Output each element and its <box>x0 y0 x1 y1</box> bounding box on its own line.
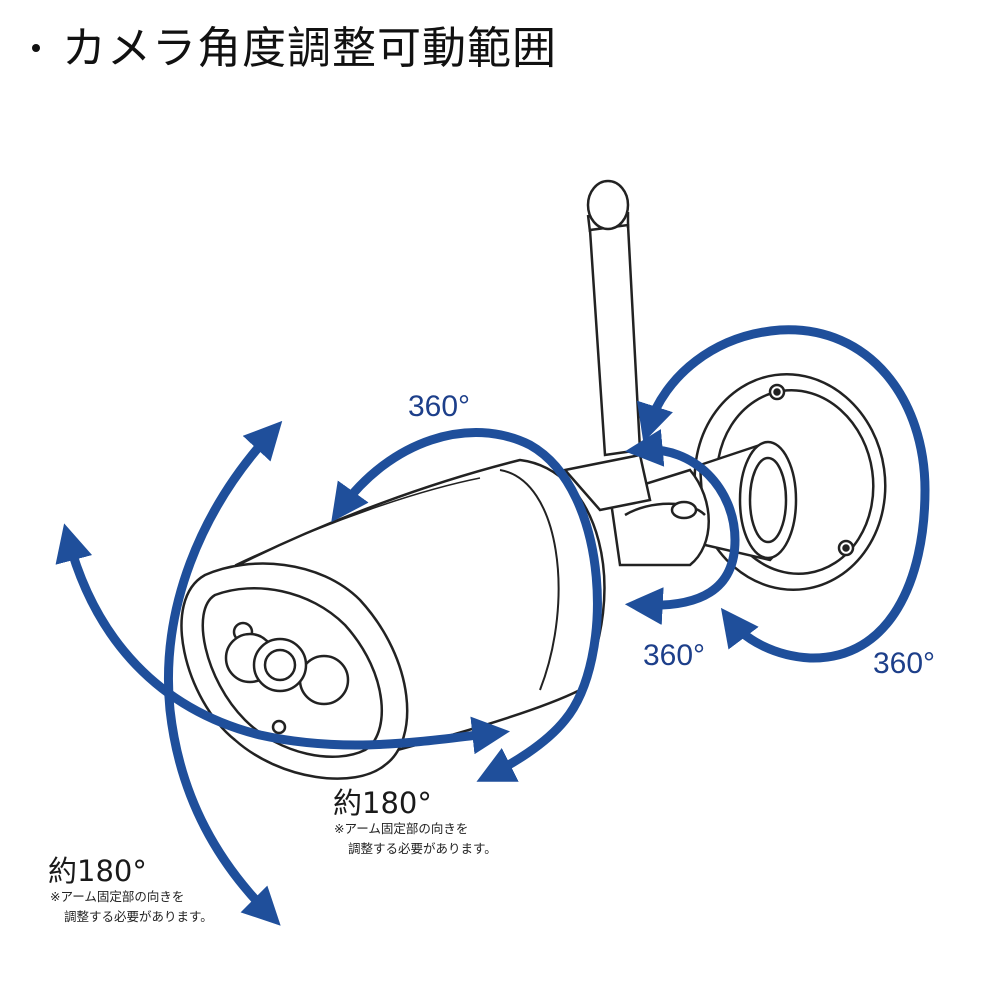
page-title: カメラ角度調整可動範囲 <box>22 12 557 76</box>
label-rotate-neck: 360° <box>643 639 706 672</box>
note-left-line1: ※アーム固定部の向きを <box>50 889 185 904</box>
arrow-rotate-mount <box>636 325 930 663</box>
note-tilt-left: ※アーム固定部の向きを 調整する必要があります。 <box>50 887 213 927</box>
note-mid-line2: 調整する必要があります。 <box>348 841 497 856</box>
title-text: カメラ角度調整可動範囲 <box>62 23 557 74</box>
note-left-line2: 調整する必要があります。 <box>64 909 213 924</box>
arrow-rotate-body <box>331 428 602 782</box>
note-tilt-mid: ※アーム固定部の向きを 調整する必要があります。 <box>334 819 497 859</box>
note-mid-line1: ※アーム固定部の向きを <box>334 821 469 836</box>
label-rotate-mount: 360° <box>873 647 936 680</box>
rotation-arrows <box>55 325 930 926</box>
antenna <box>562 179 652 512</box>
arrow-tilt-vertical <box>163 420 283 926</box>
label-tilt-approx-left: 約180° <box>48 854 147 888</box>
label-rotate-body: 360° <box>408 390 471 423</box>
bullet-icon <box>32 44 40 52</box>
label-tilt-approx-mid: 約180° <box>333 786 432 820</box>
